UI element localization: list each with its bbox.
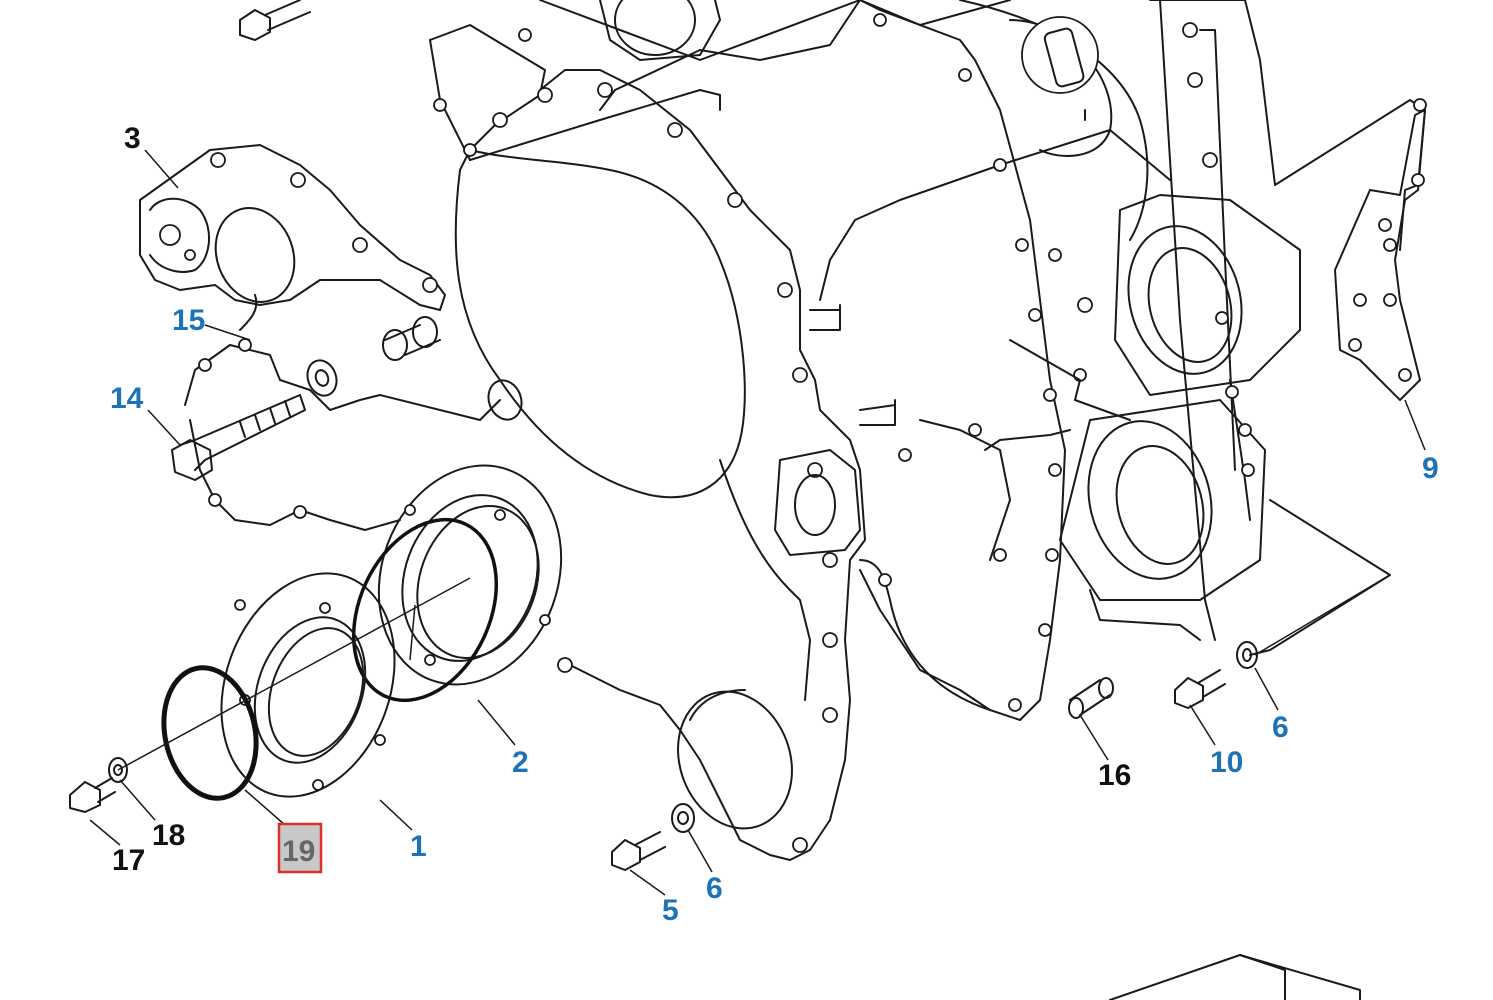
highlighted-callout-19[interactable]: 19 — [277, 822, 323, 874]
washer-icon — [108, 757, 128, 783]
cover-flange-icon — [184, 294, 523, 531]
bolt-icon — [69, 777, 116, 813]
callout-19: 19 — [282, 835, 315, 868]
o-ring-icon — [351, 517, 499, 703]
callout-14: 14 — [110, 382, 144, 415]
callout-3: 3 — [124, 122, 141, 155]
o-ring-icon — [161, 665, 259, 801]
callout-10: 10 — [1210, 746, 1243, 779]
leader-lines — [89, 149, 1426, 896]
callout-9: 9 — [1422, 452, 1439, 485]
callout-2: 2 — [512, 746, 529, 779]
washer-icon — [1236, 641, 1258, 669]
callout-labels: 3 15 14 9 2 6 10 16 18 17 1 6 5 19 — [110, 122, 1439, 927]
callout-15: 15 — [172, 304, 205, 337]
timing-cover-icon — [429, 0, 896, 861]
bolt-icon — [611, 831, 666, 871]
dowel-pin-icon — [1068, 677, 1114, 719]
bolt-icon — [1174, 669, 1226, 709]
washer-icon — [671, 803, 695, 833]
callout-6a: 6 — [1272, 711, 1289, 744]
flywheel-housing-icon — [539, 0, 1426, 656]
water-pump-icon — [139, 144, 446, 361]
callout-1: 1 — [410, 830, 427, 863]
callout-18: 18 — [152, 819, 185, 852]
callout-16: 16 — [1098, 759, 1131, 792]
gasket-icon — [599, 0, 1427, 721]
oil-pan-icon — [1109, 954, 1361, 1000]
callout-6b: 6 — [706, 872, 723, 905]
seal-plate-icon — [220, 572, 396, 798]
seal-plate-icon — [377, 464, 563, 686]
callout-5: 5 — [662, 894, 679, 927]
bolt-icon — [171, 394, 306, 481]
bolt-icon — [239, 0, 311, 41]
callout-17: 17 — [112, 844, 145, 877]
